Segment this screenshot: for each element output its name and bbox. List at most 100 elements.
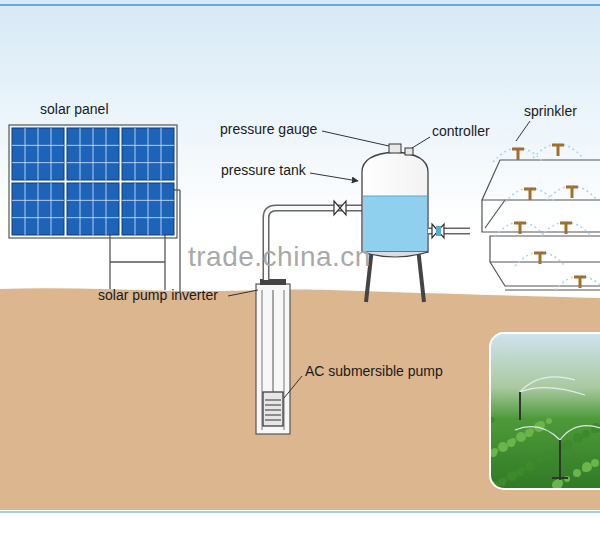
- spray: [555, 276, 600, 290]
- panel-module: [12, 183, 64, 235]
- cell-line: [106, 183, 107, 235]
- callout-label: pressure gauge: [220, 121, 317, 137]
- crop: [525, 461, 535, 471]
- crop: [519, 467, 525, 473]
- sprinkler-frame: [482, 160, 600, 290]
- cell-line: [122, 217, 174, 218]
- sprinkler-spray: [493, 144, 600, 290]
- panel-frame: [9, 125, 177, 238]
- callout-label: solar pump inverter: [98, 287, 218, 303]
- pump-fins: [265, 400, 281, 420]
- crop: [573, 433, 583, 443]
- cell-line: [38, 183, 39, 235]
- crop: [507, 439, 515, 447]
- callout-label-slot: pressure gauge: [220, 120, 317, 138]
- callout-label-slot: AC submersible pump: [305, 362, 443, 380]
- crop: [516, 432, 526, 442]
- spray: [495, 222, 545, 236]
- cell-line: [12, 200, 64, 201]
- pressure-gauge: [389, 144, 401, 153]
- photo-inset: [490, 333, 600, 489]
- callout-label-slot: sprinkler: [524, 102, 577, 120]
- spray: [493, 148, 543, 162]
- crop: [507, 471, 517, 481]
- cell-line: [51, 128, 52, 180]
- sprinkler-head: [514, 223, 526, 234]
- crop: [582, 430, 590, 438]
- crop: [510, 438, 516, 444]
- cell-line: [161, 128, 162, 180]
- crop: [561, 441, 571, 451]
- callout-label-slot: pressure tank: [221, 161, 306, 179]
- crop: [552, 480, 562, 489]
- watermark-slot: trade.china.cn: [188, 241, 371, 273]
- pressure-tank: [362, 152, 428, 252]
- cell-line: [67, 162, 119, 163]
- crop: [498, 442, 508, 452]
- sprinkler-head: [534, 253, 546, 264]
- crop: [492, 448, 498, 454]
- callout-label-slot: solar panel: [40, 100, 109, 118]
- cell-line: [106, 128, 107, 180]
- bottom-rule: [0, 511, 600, 513]
- callout-label-slot: controller: [432, 122, 490, 140]
- crop: [546, 418, 552, 424]
- crop: [582, 462, 592, 472]
- sprinkler-head: [552, 145, 564, 156]
- cell-line: [122, 200, 174, 201]
- valve: [334, 201, 346, 215]
- crop: [537, 457, 543, 463]
- cell-line: [80, 183, 81, 235]
- cell-line: [38, 128, 39, 180]
- cell-line: [12, 217, 64, 218]
- callout-label-slot: solar pump inverter: [98, 286, 218, 304]
- cell-line: [148, 183, 149, 235]
- callout-label: AC submersible pump: [305, 363, 443, 379]
- spray: [541, 222, 591, 236]
- spray: [533, 144, 583, 158]
- tank-water: [363, 196, 427, 251]
- cell-line: [51, 183, 52, 235]
- callout-label: controller: [432, 123, 490, 139]
- photo-frame: [490, 333, 600, 489]
- panel-module: [122, 183, 174, 235]
- crop: [564, 440, 572, 448]
- crop: [525, 429, 533, 437]
- panel-module: [67, 183, 119, 235]
- casing-line: [262, 290, 263, 430]
- spray: [515, 252, 565, 266]
- water-line: [363, 196, 427, 197]
- cell-line: [135, 183, 136, 235]
- solar-panel: [9, 125, 177, 238]
- crop: [573, 469, 581, 477]
- crop: [528, 428, 534, 434]
- cell-line: [25, 183, 26, 235]
- cell-line: [93, 183, 94, 235]
- top-rule: [0, 4, 600, 6]
- crop: [501, 477, 507, 483]
- cell-line: [161, 183, 162, 235]
- cell-line: [148, 128, 149, 180]
- panel-module: [67, 128, 119, 180]
- valve: [432, 224, 444, 238]
- sprinkler-heads: [512, 145, 586, 288]
- controller: [405, 148, 413, 155]
- sprinkler-head: [566, 187, 578, 198]
- crop: [516, 468, 524, 476]
- cell-line: [12, 162, 64, 163]
- crop: [490, 449, 497, 457]
- crop: [498, 478, 506, 486]
- cell-line: [67, 217, 119, 218]
- cell-line: [122, 145, 174, 146]
- callout-label: sprinkler: [524, 103, 577, 119]
- crop: [543, 451, 553, 461]
- sky: [0, 0, 600, 300]
- callout-label: pressure tank: [221, 162, 306, 178]
- crop: [546, 450, 554, 458]
- valve-mark: [436, 226, 441, 236]
- cell-line: [135, 128, 136, 180]
- cell-line: [80, 128, 81, 180]
- watermark: trade.china.cn: [188, 241, 371, 272]
